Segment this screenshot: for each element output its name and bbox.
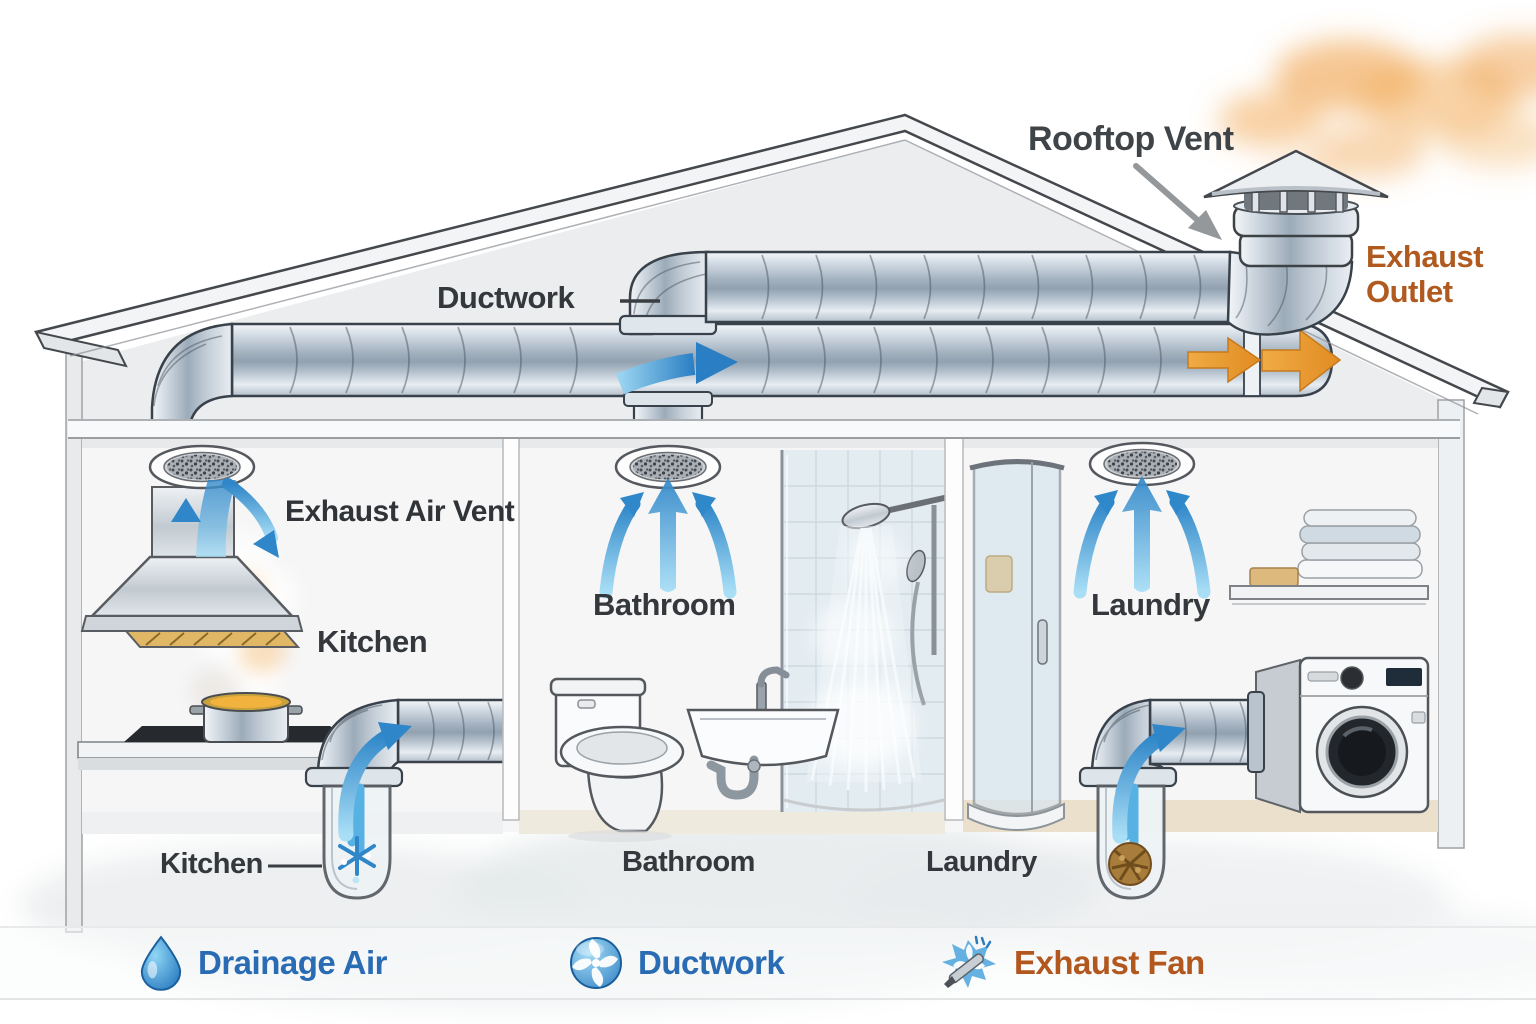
- corner-shower: [967, 459, 1065, 831]
- laundry-room-label: Laundry: [1091, 587, 1210, 622]
- shower-spray: [783, 526, 945, 812]
- right-wall: [1437, 399, 1465, 849]
- orange-arrow-small: [1187, 336, 1262, 384]
- laundry-ceiling-vent: [1088, 441, 1196, 487]
- bathroom-ceiling-vent: [614, 444, 722, 490]
- laundry-fan-label: Laundry: [926, 846, 1037, 878]
- ductwork-label: Ductwork: [437, 280, 575, 315]
- rooftop-vent-label: Rooftop Vent: [1028, 120, 1234, 158]
- vent-opening: [1244, 190, 1348, 210]
- legend-label: Ductwork: [638, 944, 785, 981]
- legend-item-ductwork: Ductwork: [568, 928, 785, 998]
- attic-floor: [68, 419, 1460, 439]
- sink: [686, 666, 840, 800]
- bathroom-vent-arrows: [599, 478, 737, 599]
- kitchen-fan-label: Kitchen: [160, 848, 263, 880]
- bathroom-fixtures: [549, 450, 947, 842]
- legend-item-exhaust-fan: Exhaust Fan: [938, 928, 1205, 998]
- cooking-pot: [189, 692, 303, 743]
- bathroom-fan-label: Bathroom: [622, 846, 755, 878]
- handheld-shower: [906, 549, 926, 583]
- ceiling-vents: [148, 441, 1196, 490]
- kitchen-exhaust-duct: [304, 698, 512, 900]
- kitchen-flow-arrow: [338, 726, 400, 842]
- kitchen-room-label: Kitchen: [317, 624, 428, 659]
- legend-label: Drainage Air: [198, 944, 388, 981]
- shower-head: [841, 495, 947, 706]
- laundry-vent-arrows: [1073, 476, 1211, 599]
- duct-flow-arrows: [615, 328, 1342, 395]
- fan-icon: [570, 937, 622, 989]
- wood-board: [1249, 567, 1299, 587]
- kitchen-fixtures: [77, 486, 357, 770]
- toilet: [549, 677, 685, 842]
- orange-arrow-large: [1261, 328, 1342, 393]
- shower-door-handle: [1037, 619, 1048, 665]
- water-drop-icon: [140, 935, 182, 991]
- legend-label: Exhaust Fan: [1014, 944, 1205, 981]
- kitchen-vent-arrows: [171, 478, 279, 562]
- laundry-exhaust-duct: [1078, 691, 1265, 900]
- vent-cap: [1203, 149, 1389, 199]
- exhaust-air-vent-label: Exhaust Air Vent: [285, 495, 515, 528]
- laundry-flow-arrow: [1112, 728, 1172, 844]
- rooftop-vent-arrow: [1133, 163, 1205, 227]
- kitchen-ceiling-vent: [148, 444, 256, 490]
- towel-shelf: [1229, 509, 1429, 605]
- washing-machine: [1255, 656, 1430, 814]
- laundry-fixtures: [967, 459, 1430, 831]
- pointers: [268, 163, 1222, 868]
- blue-flow-arrow: [615, 353, 696, 395]
- cooktop-counter: [77, 726, 357, 770]
- washer-knob: [1340, 666, 1364, 690]
- exhaust-outlet-label: Exhaust Outlet: [1366, 239, 1484, 309]
- exhaust-fan-tool-icon: [942, 935, 996, 988]
- washer-display: [1386, 668, 1422, 686]
- legend: Drainage Air Ductwork: [0, 926, 1536, 1000]
- shelf-board: [1229, 585, 1429, 600]
- main-duct-upper: [618, 250, 1232, 336]
- legend-item-drainage-air: Drainage Air: [138, 928, 388, 998]
- main-duct-lower: [150, 322, 1334, 426]
- rooftop-vent: [1203, 149, 1389, 336]
- bathroom-room-label: Bathroom: [593, 587, 736, 622]
